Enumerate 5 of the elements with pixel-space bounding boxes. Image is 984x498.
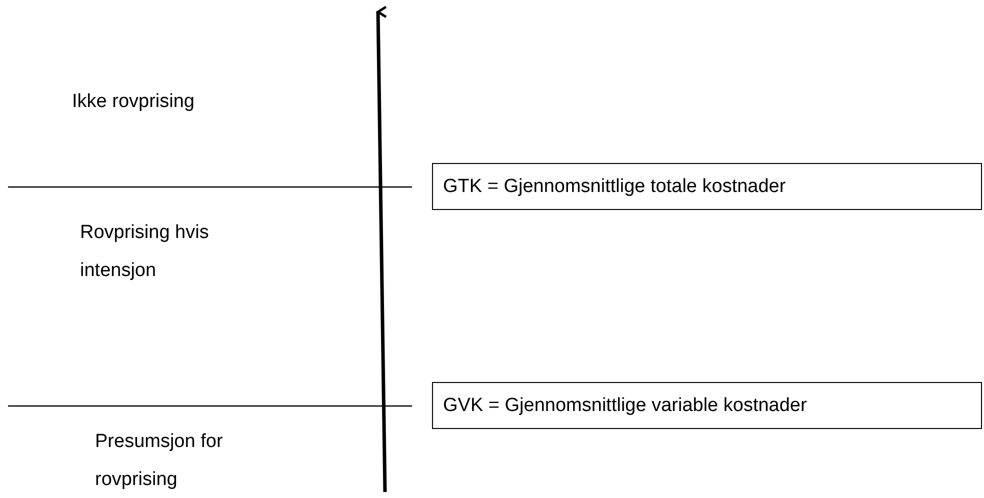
region-label: Rovprising hvis intensjon xyxy=(80,221,210,283)
region-label: Ikke rovprising xyxy=(72,90,196,114)
definition-box: GVK = Gjennomsnittlige variable kostnader xyxy=(432,382,982,429)
definition-box: GTK = Gjennomsnittlige totale kostnader xyxy=(432,163,982,210)
region-label: Presumsjon for rovprising xyxy=(95,430,224,492)
